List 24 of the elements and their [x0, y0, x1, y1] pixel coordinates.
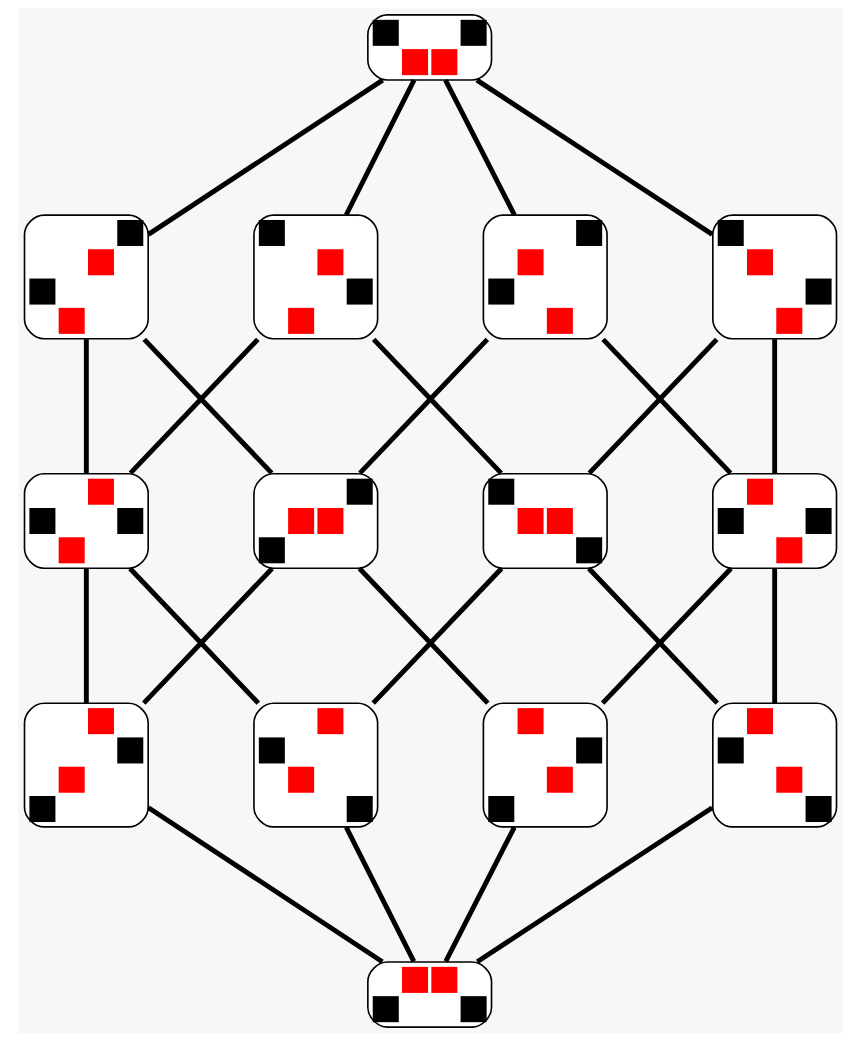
connector — [371, 337, 503, 475]
connector — [357, 566, 490, 705]
connector — [443, 826, 516, 963]
connector — [475, 805, 714, 964]
connector — [343, 826, 416, 963]
connector — [83, 568, 89, 704]
connector — [343, 79, 416, 217]
connector — [128, 337, 260, 475]
connector — [771, 339, 777, 474]
connector — [475, 78, 714, 237]
connector — [600, 337, 732, 475]
connector — [83, 339, 89, 474]
connector — [442, 78, 517, 217]
connector — [146, 805, 384, 964]
connector — [146, 78, 384, 237]
connector — [370, 566, 503, 705]
connector — [771, 568, 777, 704]
connector — [600, 566, 733, 705]
connector — [141, 337, 273, 475]
connector — [141, 566, 274, 705]
connector — [357, 337, 489, 475]
connector — [587, 337, 719, 475]
connector — [127, 566, 260, 705]
connector — [586, 566, 719, 705]
